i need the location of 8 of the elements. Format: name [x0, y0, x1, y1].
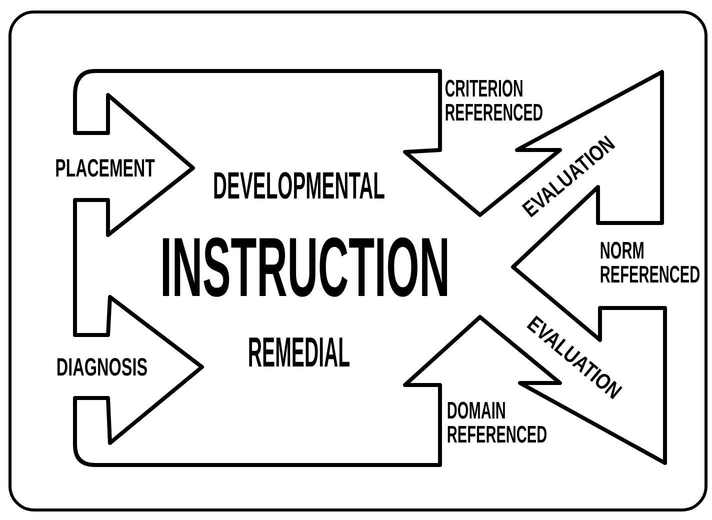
arrow-label: PLACEMENT — [55, 156, 155, 182]
arrow-label: DOMAIN REFERENCED — [446, 400, 548, 448]
arrow-label: CRITERION REFERENCED — [444, 78, 544, 126]
arrow-label: NORM REFERENCED — [600, 240, 700, 288]
arrow-label: DIAGNOSIS — [56, 355, 148, 381]
area-label: REMEDIAL — [248, 332, 350, 374]
area-label: DEVELOPMENTAL — [213, 168, 385, 206]
main-heading: INSTRUCTION — [160, 225, 450, 311]
